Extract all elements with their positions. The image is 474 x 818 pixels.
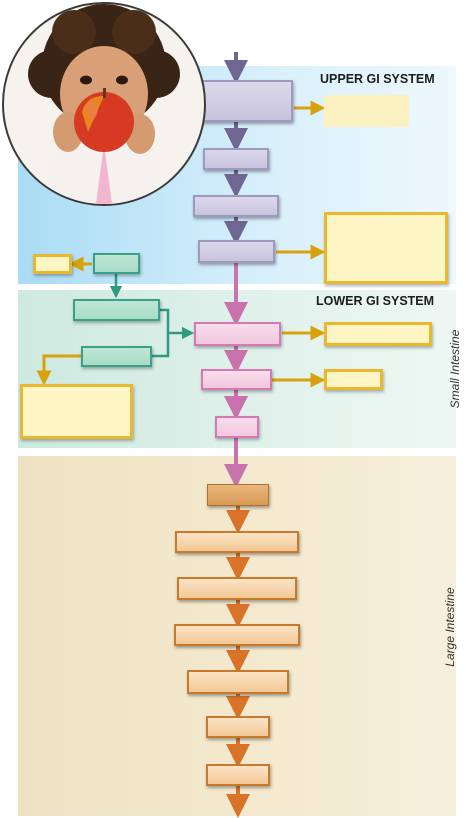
transverse-colon-box [177, 577, 297, 600]
esophagus-box [193, 195, 279, 217]
enzyme-arrow-pancreas [36, 354, 82, 386]
child-illustration [28, 4, 180, 204]
stomach-box [198, 240, 275, 263]
ileum-box [215, 416, 259, 438]
child-eating-apple-photo [2, 2, 206, 206]
upper-gi-title: UPPER GI SYSTEM [320, 72, 435, 86]
jejunum-enzyme-box [324, 369, 383, 390]
mouth-enzyme-box [324, 95, 409, 127]
stomach-enzyme-box [324, 212, 448, 284]
duodenum-enzyme-box [324, 322, 432, 346]
salivary-gland-box [93, 253, 140, 274]
lower-gi-title: LOWER GI SYSTEM [316, 294, 435, 308]
duodenum-box [194, 322, 281, 346]
gland-product-box [33, 254, 72, 274]
liver-box [73, 299, 160, 321]
pancreas-box [81, 346, 152, 367]
pancreas-enzyme-box [20, 384, 133, 439]
ascending-colon-box [175, 531, 299, 553]
pharynx-box [203, 148, 269, 170]
anal-canal-box [206, 764, 270, 786]
descending-colon-box [174, 624, 300, 646]
cecum-box [207, 484, 269, 506]
sigmoid-colon-box [187, 670, 289, 694]
jejunum-box [201, 369, 272, 390]
rectum-box [206, 716, 270, 738]
